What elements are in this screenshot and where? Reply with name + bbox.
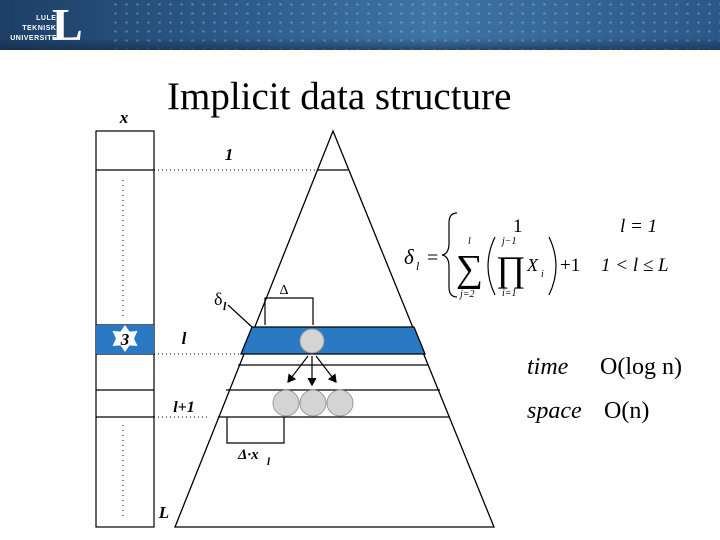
level-1-label: 1 [225, 145, 234, 164]
paren-left [487, 236, 496, 296]
prod-lower: i=1 [502, 288, 517, 299]
array-label: x [119, 108, 129, 127]
delta-x-label: Δ·x l [237, 447, 271, 468]
space-label: space [527, 398, 582, 424]
formula-eq: = [427, 247, 438, 269]
case1-value: 1 [513, 216, 523, 237]
formula-brace [441, 212, 458, 298]
case1-cond: l = 1 [620, 216, 657, 237]
child-arrows [287, 355, 337, 387]
plus-one: +1 [560, 255, 580, 276]
svg-text:l: l [267, 456, 271, 468]
formula-lhs-sub: l [416, 259, 420, 273]
prod-upper: j−1 [500, 236, 517, 247]
array-marker-label: 3 [120, 330, 130, 349]
tree-triangle [174, 129, 495, 528]
child-node-3 [326, 389, 354, 417]
logo-line-3: UNIVERSITET [10, 35, 62, 42]
delta-brackets [226, 297, 314, 444]
prod-symbol: ∏ [496, 249, 526, 289]
complexity: time O(log n) space O(n) [527, 354, 682, 424]
delta-label: Δ [279, 283, 288, 298]
child-node-1 [272, 389, 300, 417]
tree-level-band [240, 326, 426, 355]
space-value: O(n) [604, 398, 649, 424]
sum-lower: j=2 [458, 289, 475, 300]
logo-line-1: LULEÅ [36, 15, 62, 22]
child-node-2 [299, 389, 327, 417]
term-x-sub: i [541, 269, 544, 280]
svg-text:Δ·x: Δ·x [237, 447, 259, 463]
university-logo: L [52, 0, 83, 50]
array-marker-star [112, 325, 138, 352]
delta-formula: δ l = 1 l = 1 l ∑ j=2 j−1 ∏ i=1 X i +1 1… [404, 212, 669, 300]
delta-l-label: δ l [214, 289, 227, 313]
time-value: O(log n) [600, 354, 682, 380]
sum-upper: l [468, 236, 471, 247]
time-label: time [527, 354, 569, 380]
tree-nodes [272, 328, 354, 417]
term-x: X [526, 255, 539, 275]
array-column: 3 x [95, 108, 155, 528]
svg-text:δ: δ [214, 289, 222, 309]
level-l1-label: l+1 [173, 399, 195, 416]
case2-cond: 1 < l ≤ L [601, 255, 669, 276]
logo-line-2: TEKNISKA [22, 25, 62, 32]
paren-right [548, 236, 557, 296]
level-labels: 1 l l+1 L [158, 145, 233, 522]
level-L-label: L [158, 503, 169, 522]
svg-text:l: l [223, 299, 227, 313]
level-l-label: l [182, 329, 187, 348]
banner-shade [0, 38, 720, 50]
guide-lines [154, 169, 318, 418]
formula-lhs: δ [404, 245, 415, 269]
parent-node [299, 328, 325, 354]
sum-symbol: ∑ [456, 248, 483, 290]
slide-title: Implicit data structure [167, 75, 512, 118]
header-banner: LULEÅ TEKNISKA UNIVERSITET L [0, 0, 720, 50]
